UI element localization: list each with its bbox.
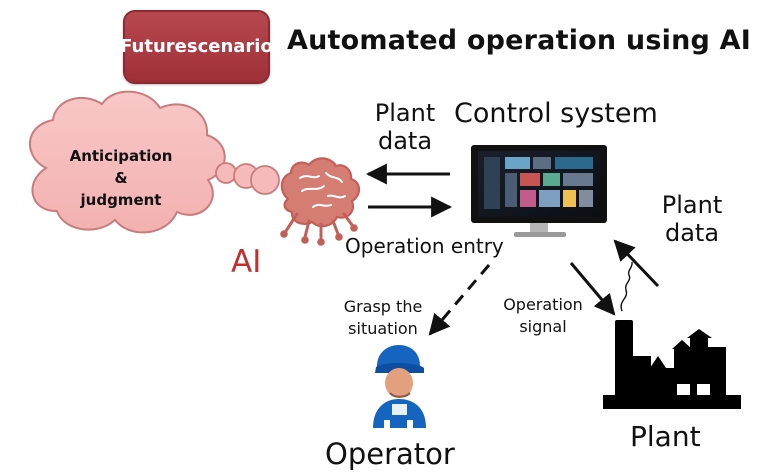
- plant-label: Plant: [630, 420, 701, 453]
- cloud-line-3: judgment: [80, 190, 162, 209]
- badge-line-1: Future: [120, 36, 187, 58]
- control-system-label: Control system: [454, 98, 658, 129]
- brain-circuit-icon: [280, 157, 361, 246]
- monitor-icon: [471, 145, 607, 237]
- operation-entry-label: Operation entry: [345, 234, 504, 258]
- cloud-text: Anticipation & judgment: [55, 146, 187, 211]
- thought-cloud-icon: [29, 90, 280, 234]
- arrow-plant-data-to-control: [613, 239, 660, 288]
- ai-label: AI: [231, 244, 262, 280]
- factory-icon: [603, 261, 741, 409]
- plant-data-right-line-2: data: [664, 218, 720, 247]
- plant-data-top-label: Plant data: [355, 99, 455, 155]
- grasp-line-2: situation: [348, 319, 418, 339]
- cloud-line-1: Anticipation: [69, 147, 173, 165]
- grasp-line-1: Grasp the: [343, 297, 423, 316]
- plant-data-top-line-2: data: [377, 126, 433, 155]
- plant-data-right-label: Plant data: [642, 191, 742, 247]
- main-title: Automated operation using AI: [287, 25, 751, 56]
- operation-signal-line-1: Operation: [503, 295, 583, 314]
- operation-signal-label: Operation signal: [497, 294, 589, 339]
- operator-icon: [373, 345, 426, 428]
- plant-data-top-line-1: Plant: [374, 99, 436, 127]
- grasp-label: Grasp the situation: [328, 296, 438, 341]
- badge-line-2: scenario: [186, 36, 273, 58]
- future-scenario-badge: Future scenario: [120, 10, 273, 84]
- operator-label: Operator: [325, 437, 455, 471]
- arrow-to-plant: [569, 262, 616, 316]
- plant-data-right-line-1: Plant: [661, 191, 723, 219]
- arrow-to-operator: [428, 264, 491, 336]
- operation-signal-line-2: signal: [519, 317, 567, 337]
- cloud-line-2: &: [114, 168, 128, 187]
